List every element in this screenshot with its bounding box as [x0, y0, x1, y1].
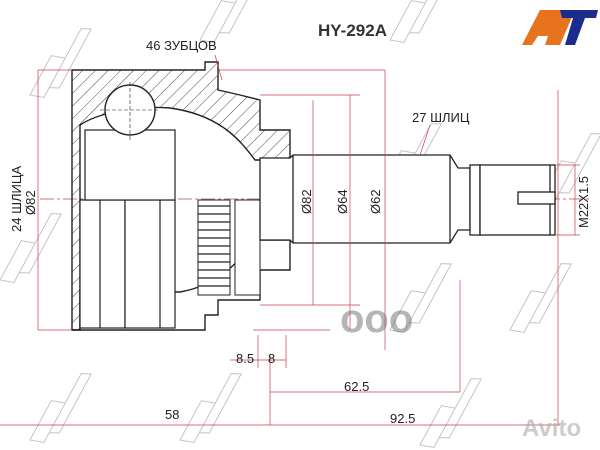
- shaft: [259, 154, 556, 244]
- diameter-64-label: Ø64: [335, 189, 350, 214]
- teeth-label: 46 ЗУБЦОВ: [146, 38, 217, 53]
- thread-label: M22X1.5: [576, 175, 591, 228]
- dimension-8: 8: [268, 351, 276, 366]
- diameter-62-label: Ø62: [368, 189, 383, 214]
- at-logo: [522, 10, 598, 45]
- abs-ring: [197, 199, 231, 296]
- part-number-title: HY-292A: [318, 21, 387, 40]
- dimension-lines: [0, 54, 580, 426]
- dimension-8-5: 8.5: [236, 351, 255, 366]
- avito-watermark: Avito: [522, 415, 582, 442]
- outer-splines-label: 27 ШЛИЦ: [412, 110, 470, 125]
- dimension-62-5: 62.5: [344, 379, 370, 394]
- inner-race: [79, 129, 176, 329]
- inner-splines-label: 24 ШЛИЦА: [9, 165, 24, 232]
- diameter-82-label: Ø82: [299, 189, 314, 214]
- dimension-58: 58: [165, 407, 180, 422]
- outer-diameter-left-label: Ø82: [23, 190, 38, 215]
- center-watermark: ооо: [340, 297, 414, 341]
- dimension-92-5: 92.5: [390, 411, 416, 426]
